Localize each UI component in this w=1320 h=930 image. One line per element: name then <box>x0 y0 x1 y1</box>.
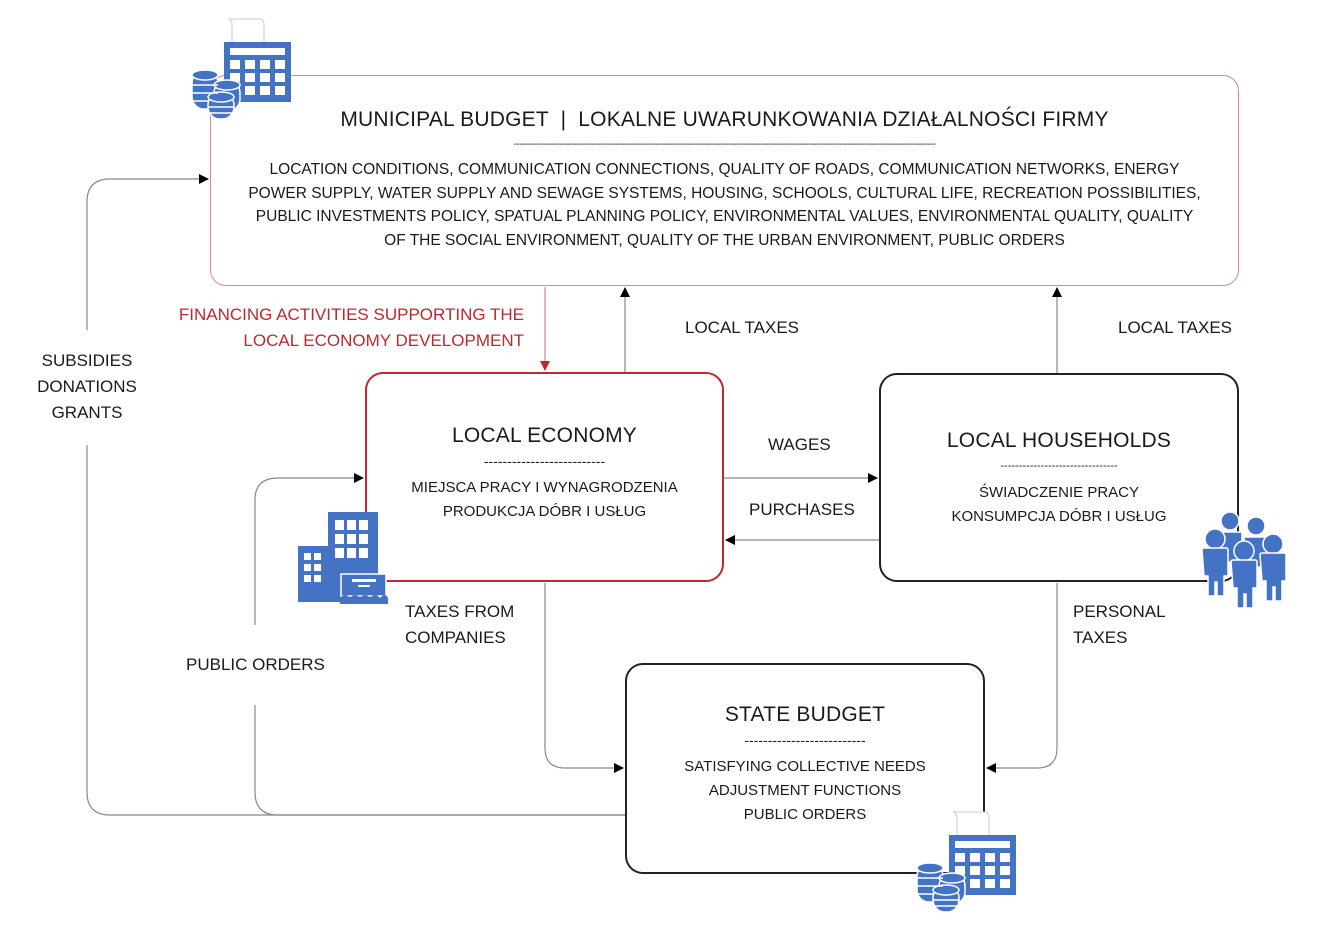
budget-calculator-coins-icon <box>191 18 291 120</box>
financing-label: FINANCING ACTIVITIES SUPPORTING THE LOCA… <box>150 302 524 354</box>
personal-taxes-label: PERSONAL TAXES <box>1073 599 1166 651</box>
people-group-icon <box>1201 511 1287 608</box>
description-line: SATISFYING COLLECTIVE NEEDS <box>684 758 926 775</box>
municipal-budget-title: MUNICIPAL BUDGET | LOKALNE UWARUNKOWANIA… <box>340 108 1109 131</box>
local-households-title: LOCAL HOUSEHOLDS <box>946 429 1172 452</box>
personal-taxes-line: TAXES <box>1073 628 1128 647</box>
municipal-budget-description: LOCATION CONDITIONS, COMMUNICATION CONNE… <box>225 158 1224 252</box>
office-buildings-icon <box>298 512 388 604</box>
local-economy-title: LOCAL ECONOMY <box>451 424 638 447</box>
public-orders-label: PUBLIC ORDERS <box>186 655 325 674</box>
personal-taxes-arrow <box>986 583 1058 773</box>
local-economy-box: LOCAL ECONOMY --------------------------… <box>365 372 724 582</box>
description-line: ŚWIADCZENIE PRACY <box>978 484 1140 501</box>
financing-label-line: LOCAL ECONOMY DEVELOPMENT <box>243 331 524 350</box>
description-line: LOCATION CONDITIONS, COMMUNICATION CONNE… <box>269 161 1180 178</box>
taxes-from-companies-line: COMPANIES <box>405 628 506 647</box>
local-households-separator: -------------------------------- <box>1000 460 1118 472</box>
taxes-from-companies-arrow <box>544 583 624 773</box>
purchases-label: PURCHASES <box>749 500 855 519</box>
local-households-description: ŚWIADCZENIE PRACY KONSUMPCJA DÓBR I USŁU… <box>881 481 1237 529</box>
description-line: OF THE SOCIAL ENVIRONMENT, QUALITY OF TH… <box>384 231 1065 249</box>
description-line: ADJUSTMENT FUNCTIONS <box>708 782 902 799</box>
budget-calculator-coins-icon <box>916 811 1016 913</box>
description-line: PRODUKCJA DÓBR I USŁUG <box>442 503 647 520</box>
public-orders-arrow <box>254 705 625 816</box>
subsidies-label: SUBSIDIES DONATIONS GRANTS <box>20 348 154 426</box>
public-orders-arrow-upper <box>254 473 364 625</box>
state-budget-box: STATE BUDGET -------------------------- … <box>625 663 985 874</box>
state-budget-separator: -------------------------- <box>744 732 866 748</box>
personal-taxes-line: PERSONAL <box>1073 602 1166 621</box>
municipal-budget-separator: ----------------------------------------… <box>513 139 936 150</box>
description-line: PUBLIC INVESTMENTS POLICY, SPATUAL PLANN… <box>255 208 1194 225</box>
subsidies-label-line: GRANTS <box>51 403 123 422</box>
description-line: POWER SUPPLY, WATER SUPPLY AND SEWAGE SY… <box>248 184 1201 202</box>
subsidies-arrow <box>86 445 625 816</box>
state-budget-title: STATE BUDGET <box>724 703 886 726</box>
local-households-box: LOCAL HOUSEHOLDS -----------------------… <box>879 373 1239 582</box>
state-budget-description: SATISFYING COLLECTIVE NEEDS ADJUSTMENT F… <box>627 755 983 827</box>
description-line: MIEJSCA PRACY I WYNAGRODZENIA <box>411 479 678 496</box>
local-taxes-economy-label: LOCAL TAXES <box>685 318 800 337</box>
local-economy-description: MIEJSCA PRACY I WYNAGRODZENIA PRODUKCJA … <box>367 476 722 524</box>
financing-label-line: FINANCING ACTIVITIES SUPPORTING THE <box>178 305 524 324</box>
local-taxes-households-label: LOCAL TAXES <box>1118 318 1233 337</box>
local-economy-separator: -------------------------- <box>483 453 606 469</box>
subsidies-label-line: DONATIONS <box>37 377 137 396</box>
description-line: PUBLIC ORDERS <box>743 806 867 823</box>
municipal-budget-box: MUNICIPAL BUDGET | LOKALNE UWARUNKOWANIA… <box>210 75 1239 286</box>
description-line: KONSUMPCJA DÓBR I USŁUG <box>951 508 1167 525</box>
subsidies-arrow-upper <box>86 174 209 330</box>
wages-label: WAGES <box>768 435 831 454</box>
taxes-from-companies-label: TAXES FROM COMPANIES <box>405 599 514 651</box>
subsidies-label-line: SUBSIDIES <box>41 351 133 370</box>
taxes-from-companies-line: TAXES FROM <box>405 602 515 621</box>
